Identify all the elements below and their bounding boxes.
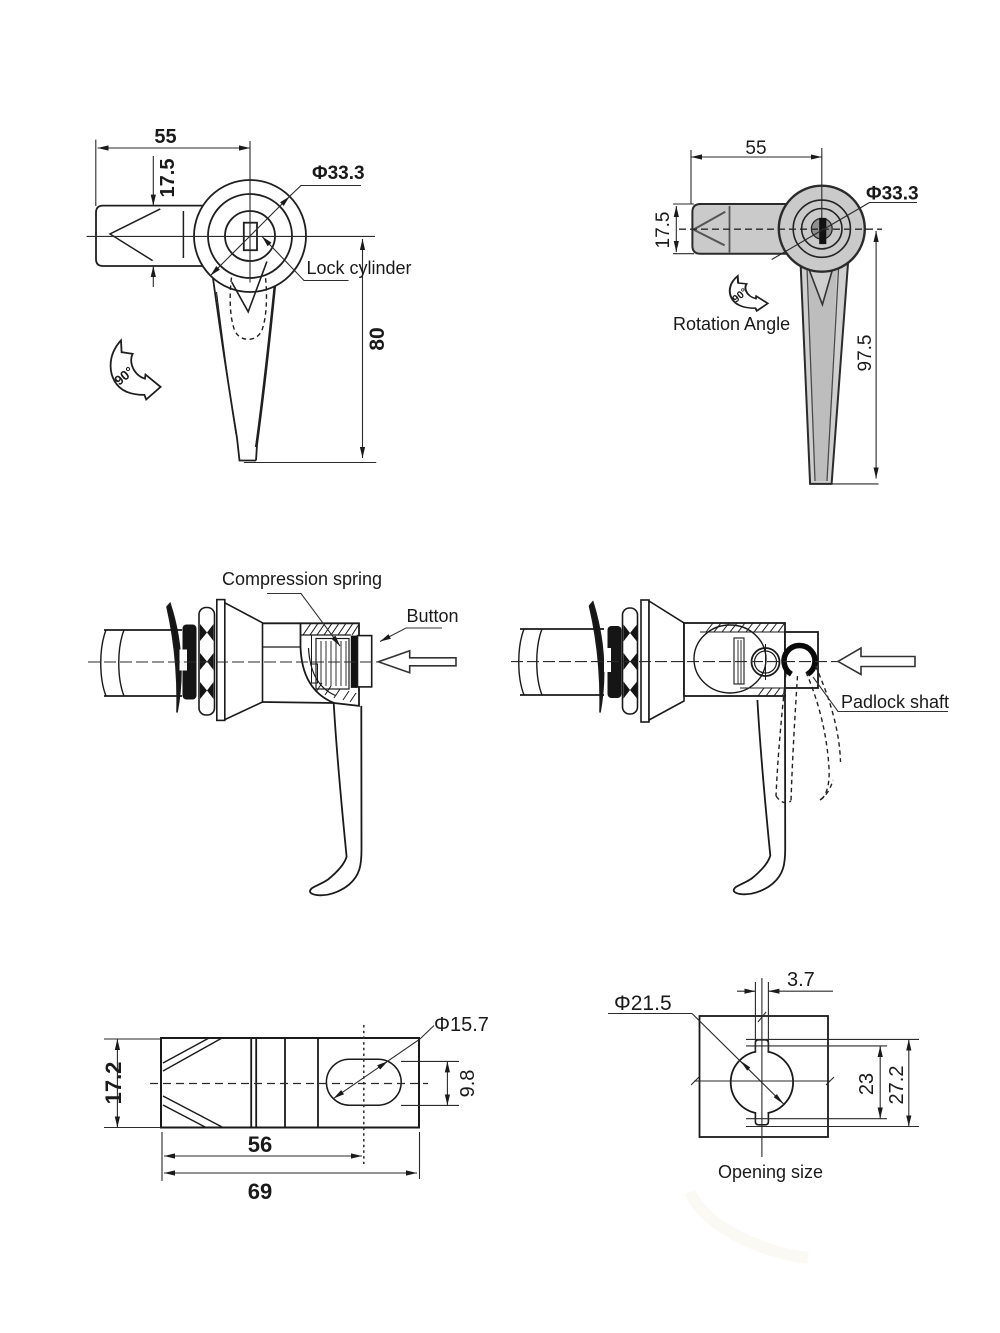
svg-text:55: 55 bbox=[745, 138, 766, 159]
svg-text:69: 69 bbox=[248, 1179, 272, 1204]
svg-text:3.7: 3.7 bbox=[787, 969, 815, 991]
svg-text:Lock cylinder: Lock cylinder bbox=[307, 258, 412, 278]
svg-text:Button: Button bbox=[407, 606, 459, 626]
svg-text:23: 23 bbox=[856, 1073, 878, 1095]
svg-text:17.5: 17.5 bbox=[157, 159, 179, 198]
svg-text:Φ21.5: Φ21.5 bbox=[614, 992, 672, 1015]
svg-text:Φ33.3: Φ33.3 bbox=[866, 184, 919, 205]
svg-text:Compression spring: Compression spring bbox=[222, 569, 382, 589]
svg-text:Φ15.7: Φ15.7 bbox=[434, 1014, 489, 1036]
svg-text:Padlock shaft: Padlock shaft bbox=[841, 692, 949, 712]
svg-text:Rotation Angle: Rotation Angle bbox=[673, 314, 790, 334]
svg-text:80: 80 bbox=[366, 327, 389, 350]
svg-text:56: 56 bbox=[248, 1132, 272, 1157]
svg-text:17.5: 17.5 bbox=[653, 212, 674, 249]
svg-text:9.8: 9.8 bbox=[457, 1070, 479, 1098]
svg-text:27.2: 27.2 bbox=[886, 1066, 908, 1105]
svg-text:Φ33.3: Φ33.3 bbox=[312, 163, 365, 184]
svg-text:Opening size: Opening size bbox=[718, 1162, 823, 1182]
svg-text:17.2: 17.2 bbox=[101, 1062, 126, 1105]
svg-text:55: 55 bbox=[154, 126, 176, 148]
svg-text:97.5: 97.5 bbox=[855, 335, 876, 372]
